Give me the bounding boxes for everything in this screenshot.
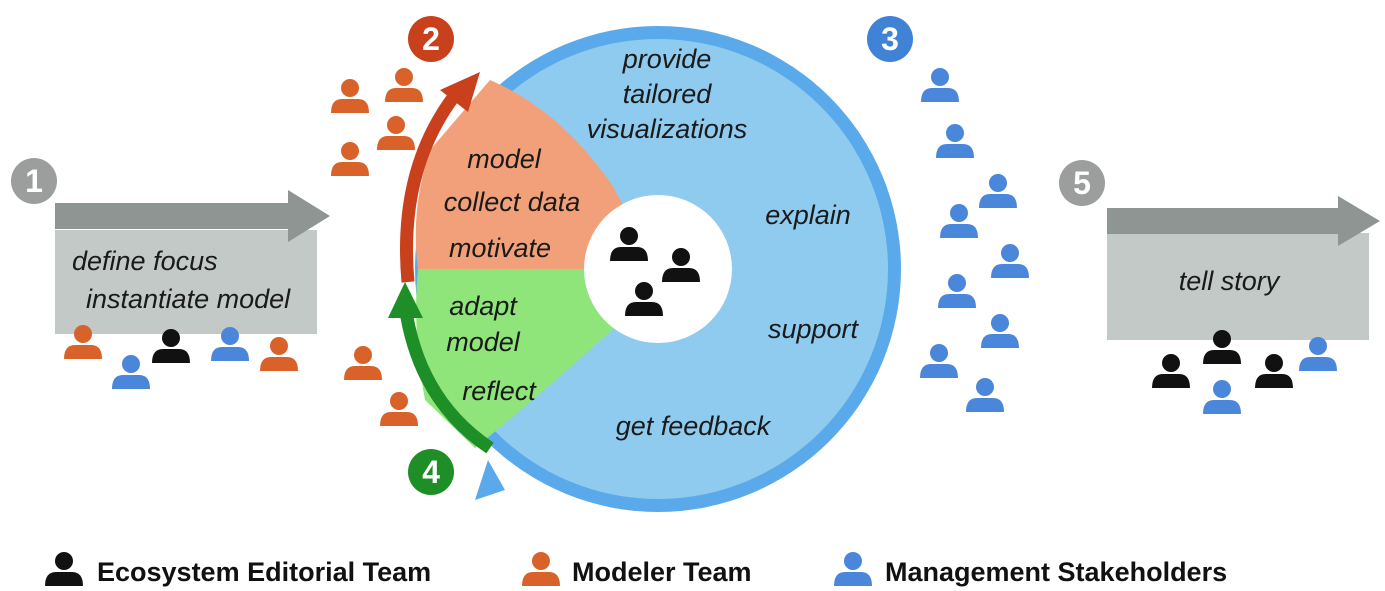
person-icon <box>344 346 382 380</box>
step3-line-visualizations: visualizations <box>586 114 748 144</box>
person-icon <box>940 204 978 238</box>
step1-line-define-focus: define focus <box>72 246 218 276</box>
step3-number: 3 <box>881 21 899 57</box>
wedge-step4 <box>416 269 658 448</box>
person-icon <box>385 68 423 102</box>
step4-badge <box>408 449 454 495</box>
step3-line-provide: provide <box>622 44 712 74</box>
step4-number: 4 <box>422 454 440 490</box>
person-icon <box>938 274 976 308</box>
legend-management-icon <box>834 552 872 586</box>
step1-arrow <box>55 190 330 242</box>
step2-arrowhead <box>440 72 480 112</box>
person-icon <box>1203 380 1241 414</box>
person-icon <box>936 124 974 158</box>
step4-line-model: model <box>446 327 520 357</box>
step3-line-tailored: tailored <box>622 79 712 109</box>
step3-line-get-feedback: get feedback <box>615 411 771 441</box>
step3-line-explain: explain <box>765 200 851 230</box>
person-icon <box>991 244 1029 278</box>
person-icon <box>920 344 958 378</box>
person-icon <box>152 329 190 363</box>
step2-arrow <box>400 91 461 283</box>
step4-arrow <box>398 304 494 454</box>
person-icon <box>260 337 298 371</box>
person-icon <box>1152 354 1190 388</box>
person-icon <box>981 314 1019 348</box>
step1-number: 1 <box>25 163 43 199</box>
step2-number: 2 <box>422 21 440 57</box>
legend-editorial-label: Ecosystem Editorial Team <box>97 557 432 587</box>
cycle-center <box>584 195 732 343</box>
legend-modeler-icon <box>522 552 560 586</box>
person-icon <box>921 68 959 102</box>
person-icon <box>377 116 415 150</box>
step2-line-model: model <box>467 144 541 174</box>
ring-arrowhead-bottom <box>475 460 505 500</box>
person-icon <box>380 392 418 426</box>
step2-line-motivate: motivate <box>448 233 552 263</box>
step1-box <box>55 230 317 334</box>
person-icon <box>966 378 1004 412</box>
step1-badge <box>11 158 57 204</box>
step4-line-reflect: reflect <box>462 376 536 406</box>
legend-editorial-icon <box>45 552 83 586</box>
step5-line-tell-story: tell story <box>1178 266 1280 296</box>
wedge-step2 <box>415 80 658 269</box>
step3-badge <box>867 16 913 62</box>
person-icon <box>112 355 150 389</box>
person-icon <box>331 79 369 113</box>
step5-box <box>1107 233 1369 340</box>
legend-management-label: Management Stakeholders <box>885 557 1228 587</box>
legend-modeler-label: Modeler Team <box>572 557 752 587</box>
step3-line-support: support <box>767 314 859 344</box>
step1-line-instantiate-model: instantiate model <box>86 284 291 314</box>
step2-badge <box>408 16 454 62</box>
step4-arrowhead <box>388 282 423 318</box>
person-icon <box>331 142 369 176</box>
step5-badge <box>1059 160 1105 206</box>
person-icon <box>1299 337 1337 371</box>
person-icon <box>1255 354 1293 388</box>
step4-line-adapt: adapt <box>449 291 517 321</box>
step2-line-collect-data: collect data <box>443 187 581 217</box>
step5-number: 5 <box>1073 165 1091 201</box>
person-icon <box>979 174 1017 208</box>
step5-arrow <box>1107 196 1380 246</box>
